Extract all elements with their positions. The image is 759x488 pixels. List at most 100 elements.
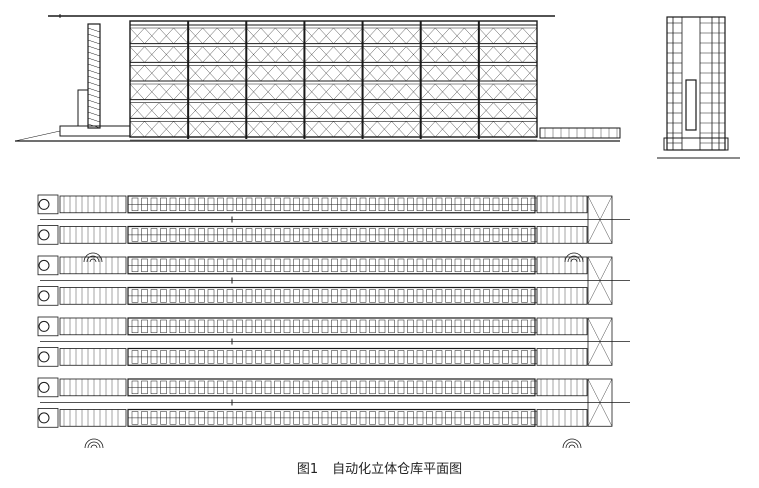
right-conveyor bbox=[536, 226, 588, 244]
storage-cell bbox=[369, 411, 376, 425]
storage-cell bbox=[502, 319, 509, 334]
storage-cell bbox=[350, 289, 357, 303]
stacker-carriage bbox=[77, 89, 89, 127]
left-station bbox=[37, 286, 59, 306]
storage-cell bbox=[473, 197, 481, 212]
storage-cell bbox=[435, 350, 443, 364]
rack-brace bbox=[493, 65, 509, 82]
mast-lattice bbox=[87, 111, 101, 117]
storage-cell bbox=[179, 258, 186, 273]
storage-cell bbox=[435, 380, 443, 395]
rack-brace bbox=[158, 27, 174, 44]
storage-cell bbox=[293, 258, 300, 273]
storage-cell bbox=[473, 228, 481, 242]
storage-cell bbox=[131, 228, 139, 242]
storage-cell bbox=[217, 350, 224, 364]
storage-cell bbox=[407, 319, 414, 334]
storage-cell bbox=[397, 228, 405, 242]
storage-cell bbox=[378, 380, 386, 395]
rack-brace bbox=[289, 121, 305, 138]
rack-brace bbox=[376, 102, 392, 119]
storage-cell bbox=[302, 380, 310, 395]
storage-cell bbox=[521, 258, 528, 273]
storage-cell bbox=[141, 289, 148, 303]
storage-cell bbox=[321, 197, 329, 212]
storage-cell bbox=[331, 228, 338, 242]
left-station bbox=[37, 255, 59, 276]
rack-brace bbox=[435, 121, 450, 138]
storage-cell bbox=[464, 380, 471, 395]
storage-cell bbox=[492, 258, 500, 273]
rack-brace bbox=[231, 121, 247, 138]
storage-cell bbox=[397, 319, 405, 334]
rack-brace bbox=[406, 27, 421, 44]
storage-cell bbox=[198, 197, 205, 212]
storage-cell bbox=[483, 411, 490, 425]
storage-cell bbox=[350, 228, 357, 242]
rack-brace bbox=[522, 27, 538, 44]
storage-cell bbox=[150, 289, 158, 303]
storage-cell bbox=[331, 350, 338, 364]
storage-cell bbox=[521, 289, 528, 303]
storage-cell bbox=[435, 228, 443, 242]
storage-cell bbox=[464, 197, 471, 212]
rack-brace bbox=[347, 27, 363, 44]
storage-cell bbox=[274, 289, 281, 303]
storage-cell bbox=[359, 228, 367, 242]
mast-lattice bbox=[87, 45, 101, 51]
rack-brace bbox=[144, 46, 160, 63]
rack-brace bbox=[158, 102, 174, 119]
rack-brace bbox=[406, 102, 421, 119]
rack-brace bbox=[187, 46, 203, 63]
storage-cell bbox=[207, 380, 215, 395]
rack-brace bbox=[246, 27, 261, 44]
rack-brace bbox=[318, 102, 334, 119]
rack-brace bbox=[318, 121, 334, 138]
station-symbol bbox=[38, 412, 50, 424]
storage-cell bbox=[131, 289, 139, 303]
rack-brace bbox=[289, 65, 305, 82]
side-base bbox=[663, 137, 729, 151]
storage-cell bbox=[435, 319, 443, 334]
storage-cell bbox=[293, 350, 300, 364]
storage-cell bbox=[416, 411, 424, 425]
storage-cell bbox=[511, 380, 519, 395]
rack-frame bbox=[129, 20, 538, 138]
storage-cell bbox=[521, 411, 528, 425]
storage-cell bbox=[426, 258, 433, 273]
storage-cell bbox=[502, 411, 509, 425]
rack-brace bbox=[202, 65, 218, 82]
rack-brace bbox=[391, 121, 407, 138]
rack-brace bbox=[376, 65, 392, 82]
storage-cell bbox=[502, 228, 509, 242]
storage-cell bbox=[131, 380, 139, 395]
rack-brace bbox=[144, 27, 160, 44]
storage-cell bbox=[321, 258, 329, 273]
rack-brace bbox=[376, 83, 392, 100]
signal-icon bbox=[565, 441, 579, 449]
transfer-block bbox=[587, 195, 613, 244]
storage-cell bbox=[283, 319, 291, 334]
storage-cell bbox=[483, 289, 490, 303]
rack-brace bbox=[304, 27, 320, 44]
rack-brace bbox=[522, 65, 538, 82]
storage-cell bbox=[255, 380, 262, 395]
storage-cell bbox=[264, 319, 272, 334]
storage-cell bbox=[454, 350, 462, 364]
storage-cell bbox=[369, 228, 376, 242]
storage-cell bbox=[274, 197, 281, 212]
left-conveyor bbox=[59, 378, 127, 397]
storage-cell bbox=[321, 380, 329, 395]
storage-cell bbox=[407, 380, 414, 395]
storage-cell bbox=[416, 289, 424, 303]
storage-cell bbox=[426, 197, 433, 212]
storage-cell bbox=[321, 228, 329, 242]
storage-cell bbox=[274, 350, 281, 364]
storage-cell bbox=[416, 319, 424, 334]
storage-cell bbox=[435, 258, 443, 273]
storage-cell bbox=[312, 350, 319, 364]
storage-cell bbox=[188, 258, 196, 273]
storage-cell bbox=[340, 228, 348, 242]
mast-lattice bbox=[87, 75, 101, 81]
rack-brace bbox=[318, 83, 334, 100]
